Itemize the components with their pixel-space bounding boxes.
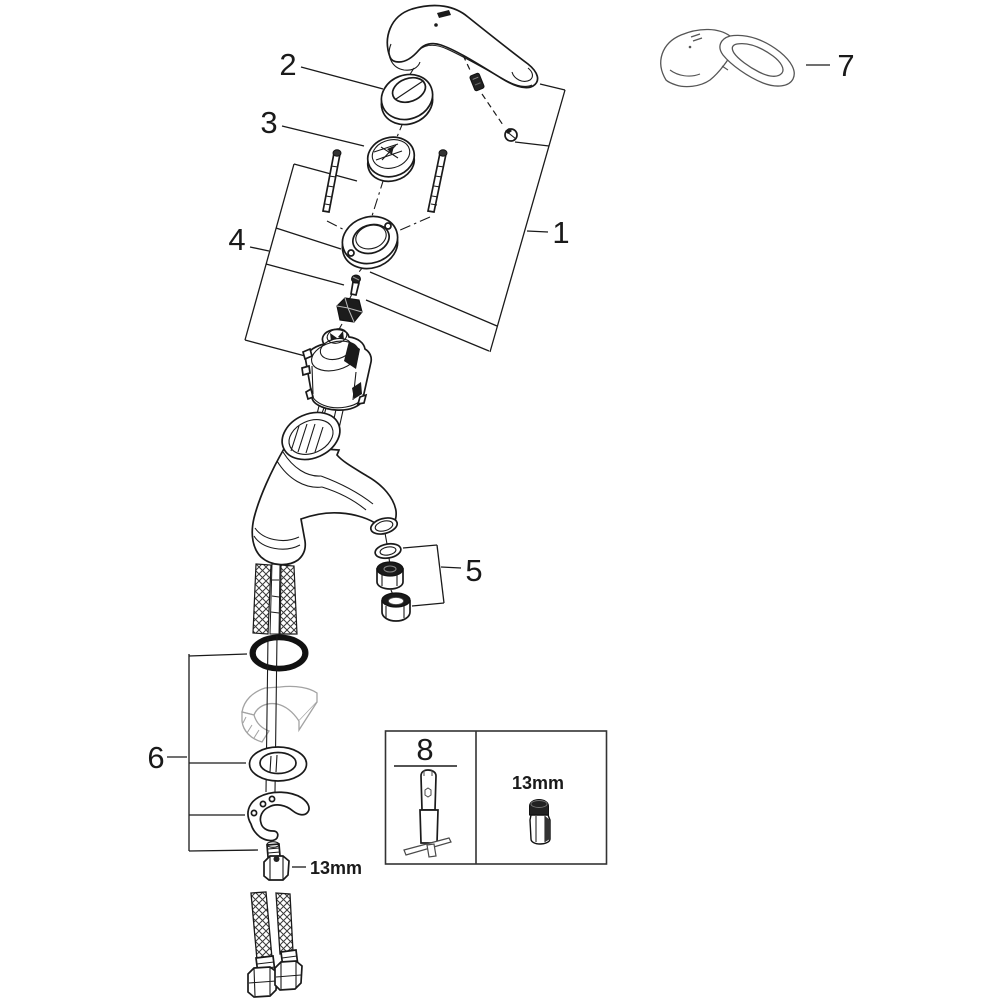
loop-handle bbox=[660, 28, 795, 88]
mounting-stud-nut bbox=[263, 841, 306, 881]
braided-shank bbox=[252, 563, 298, 635]
callout-1: 1 bbox=[552, 215, 569, 250]
aerator-assembly bbox=[374, 542, 462, 622]
o-ring bbox=[249, 634, 309, 672]
callout-7: 7 bbox=[837, 48, 854, 83]
mounting-washer bbox=[248, 746, 308, 782]
faucet-body bbox=[251, 411, 399, 566]
aerator-housing bbox=[381, 592, 411, 622]
tool-box: 8 13mm bbox=[384, 730, 608, 865]
toolbox-number: 8 bbox=[416, 732, 433, 767]
aerator-washer bbox=[374, 542, 402, 560]
handle-top-slot bbox=[437, 10, 451, 18]
callout-5-bracket bbox=[402, 544, 462, 607]
retaining-ring bbox=[341, 215, 399, 270]
callout-3: 3 bbox=[260, 105, 277, 140]
dome-cap bbox=[281, 125, 416, 183]
callout-6: 6 bbox=[147, 740, 164, 775]
handle-top-dot bbox=[434, 23, 438, 27]
callout-4-bracket bbox=[244, 163, 358, 358]
aerator-insert bbox=[376, 561, 404, 590]
socket-wrench-tool bbox=[403, 769, 452, 858]
sink-deck-ghost bbox=[241, 685, 318, 743]
horseshoe-bracket bbox=[247, 791, 310, 842]
escutcheon-ring bbox=[300, 66, 434, 126]
supply-hoses bbox=[247, 891, 303, 998]
fixing-screw bbox=[350, 274, 361, 296]
mounting-studs bbox=[322, 149, 448, 213]
callout-5: 5 bbox=[465, 553, 482, 588]
nut-size-label: 13mm bbox=[310, 858, 362, 878]
hex-nut-small bbox=[336, 297, 363, 323]
lever-handle bbox=[386, 4, 539, 89]
callout-6-bracket bbox=[167, 653, 259, 852]
socket-13mm bbox=[529, 798, 551, 845]
callout-2: 2 bbox=[279, 47, 296, 82]
handle-screw bbox=[504, 128, 518, 142]
callout-1-bracket bbox=[365, 83, 566, 353]
callout-4: 4 bbox=[228, 222, 245, 257]
handle-set-screw bbox=[462, 54, 518, 142]
toolbox-socket-size: 13mm bbox=[512, 773, 564, 793]
